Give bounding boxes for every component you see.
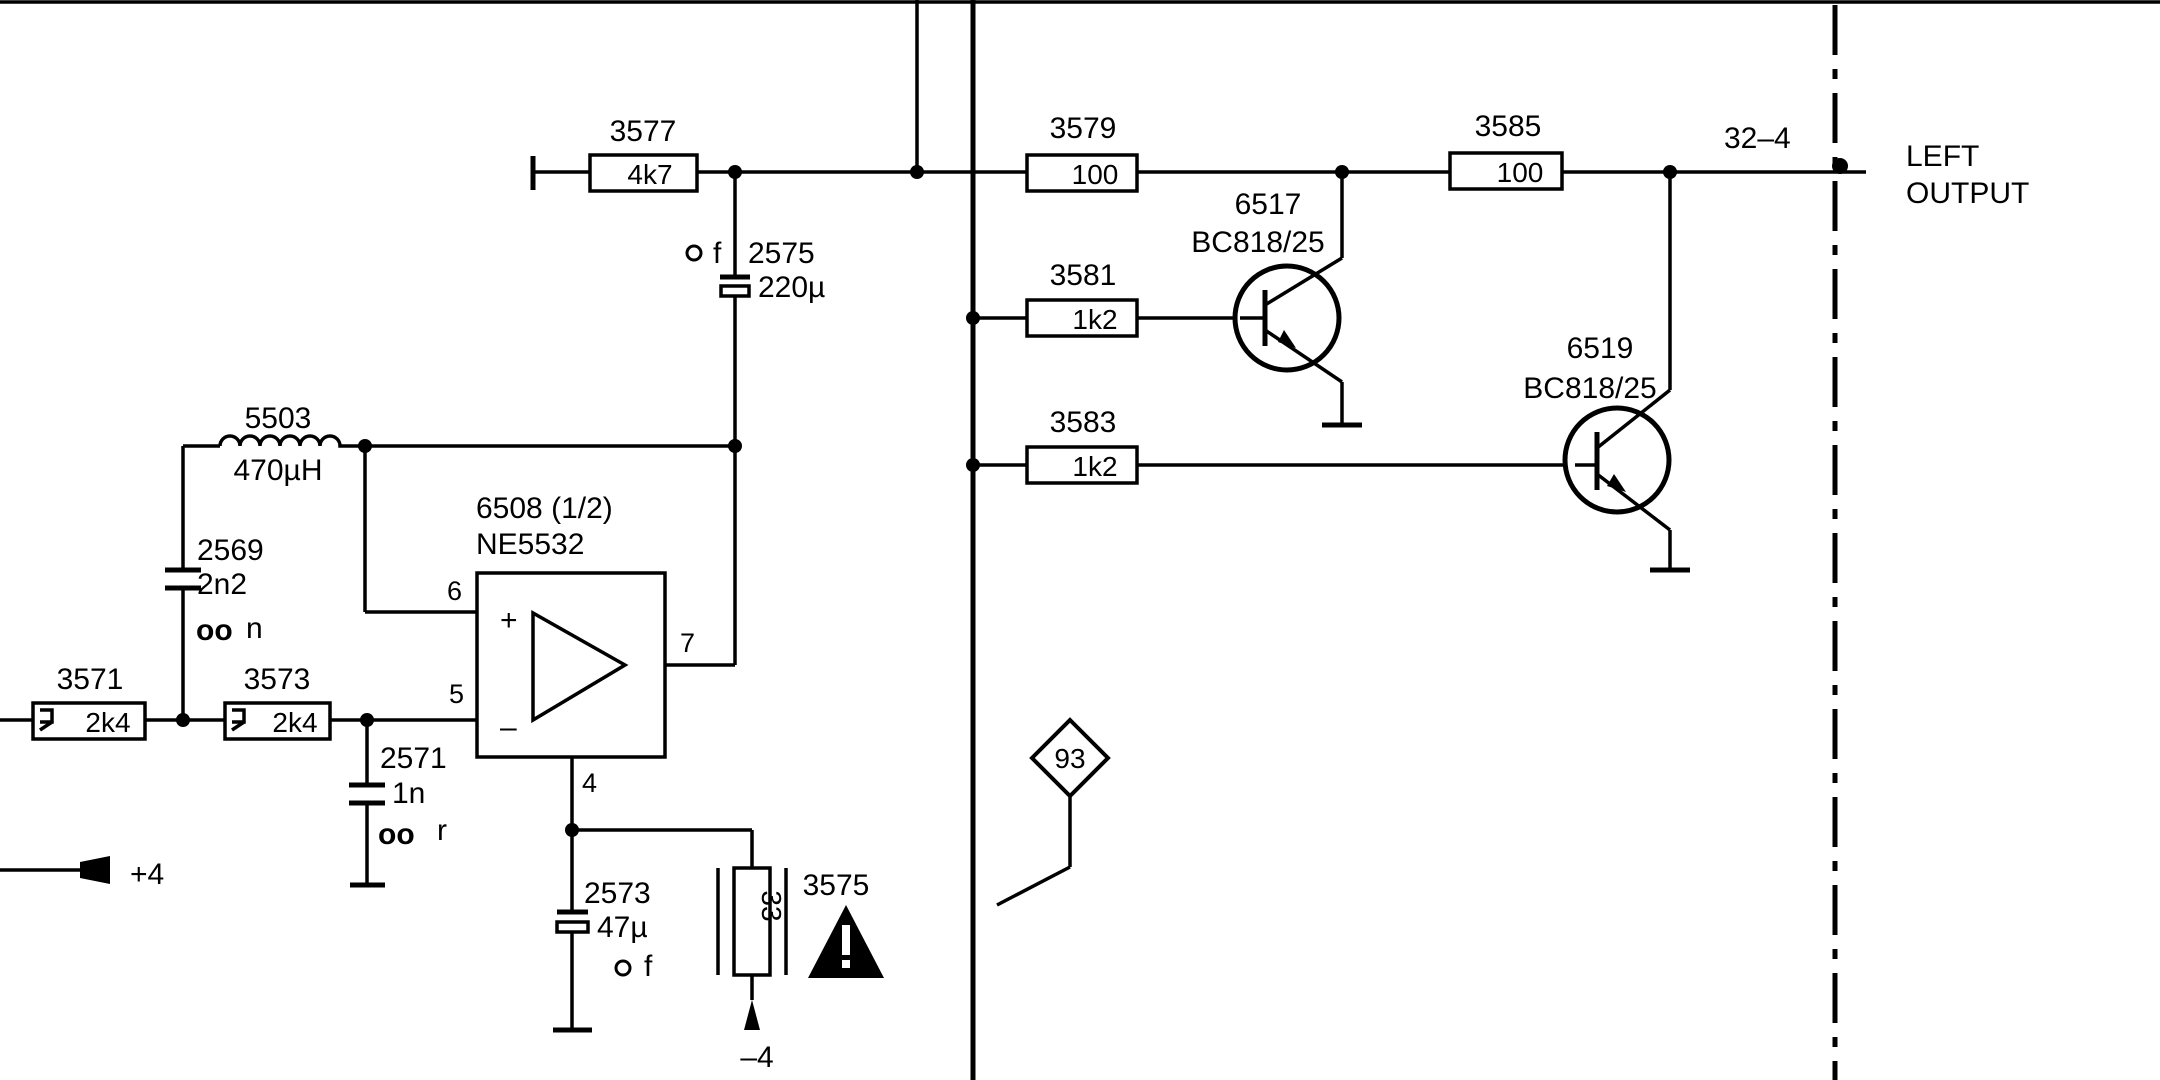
capacitor-2573-value: 47µ — [597, 911, 648, 944]
resistor-3581: 3581 1k2 — [1025, 259, 1139, 338]
resistor-3581-ref: 3581 — [1050, 259, 1117, 292]
inductor-5503-ref: 5503 — [245, 402, 312, 435]
resistor-3571: 3571 2k4 — [31, 663, 147, 741]
capacitor-2571: 2571 1n oo r — [349, 742, 447, 888]
supply-minus-4: –4 — [740, 1000, 774, 1074]
junction-dots — [176, 158, 1848, 837]
resistor-3573-ref: 3573 — [244, 663, 311, 696]
capacitor-2573-note: f — [644, 950, 653, 983]
output-label-line1: LEFT — [1906, 140, 1979, 173]
resistor-3579-ref: 3579 — [1050, 112, 1117, 145]
transistor-6517: 6517 BC818/25 — [1191, 188, 1362, 428]
opamp-symbol — [531, 610, 629, 724]
capacitor-2575: f 2575 220µ — [685, 237, 825, 304]
resistor-3577-value: 4k7 — [627, 159, 672, 190]
connector-label: 32–4 — [1724, 122, 1791, 155]
resistor-3581-value: 1k2 — [1072, 304, 1117, 335]
inductor-5503: 5503 470µH — [218, 402, 365, 487]
resistor-3575: 33 3575 — [716, 866, 870, 977]
oo-marking-icon: oo — [196, 614, 233, 647]
capacitor-2569-value: 2n2 — [197, 568, 247, 601]
capacitor-2571-ref: 2571 — [380, 742, 447, 775]
resistor-3575-value: 33 — [756, 890, 787, 921]
warning-icon — [808, 905, 884, 978]
opamp-pin-6: 6 — [447, 576, 462, 606]
opamp-plus-sign: + — [500, 604, 518, 637]
resistor-3577: 3577 4k7 — [588, 115, 699, 193]
resistor-3583-value: 1k2 — [1072, 451, 1117, 482]
resistor-3579: 3579 100 — [1025, 112, 1139, 193]
opamp-part: NE5532 — [476, 528, 584, 561]
resistor-3585: 3585 100 — [1448, 110, 1564, 191]
wires — [0, 0, 1866, 1080]
resistor-3573-value: 2k4 — [272, 707, 317, 738]
opamp-minus-sign: – — [500, 711, 517, 744]
resistor-3571-value: 2k4 — [85, 707, 130, 738]
capacitor-2575-note: f — [713, 237, 722, 270]
supply-plus-4: +4 — [80, 856, 164, 891]
transistor-6517-ref: 6517 — [1235, 188, 1302, 221]
opamp-6508: + – 6508 (1/2) NE5532 6 5 7 4 — [447, 492, 695, 798]
diamond-marker: 93 — [1029, 717, 1111, 799]
resistor-3579-value: 100 — [1072, 159, 1119, 190]
diamond-marker-label: 93 — [1054, 743, 1085, 774]
resistor-3577-ref: 3577 — [610, 115, 677, 148]
opamp-ref: 6508 (1/2) — [476, 492, 613, 525]
oo-marking-icon: oo — [378, 818, 415, 851]
capacitor-2573: 2573 47µ f — [553, 877, 653, 1033]
opamp-pin-5: 5 — [449, 679, 464, 709]
capacitor-2569: 2569 2n2 oo n — [165, 534, 264, 647]
resistor-3585-value: 100 — [1497, 157, 1544, 188]
transistor-6519-part: BC818/25 — [1523, 372, 1656, 405]
capacitor-2575-value: 220µ — [758, 271, 825, 304]
transistor-6519: 6519 BC818/25 — [1523, 332, 1690, 573]
capacitor-2571-note: r — [437, 814, 447, 847]
inductor-5503-value: 470µH — [233, 454, 322, 487]
transistor-6517-part: BC818/25 — [1191, 226, 1324, 259]
supply-minus-label: –4 — [740, 1041, 773, 1074]
capacitor-2569-note: n — [246, 612, 263, 645]
resistor-3583-ref: 3583 — [1050, 406, 1117, 439]
transistor-6519-ref: 6519 — [1567, 332, 1634, 365]
opamp-pin-4: 4 — [582, 768, 597, 798]
capacitor-2575-ref: 2575 — [748, 237, 815, 270]
output-label-line2: OUTPUT — [1906, 177, 2029, 210]
resistor-3575-ref: 3575 — [803, 869, 870, 902]
opamp-pin-7: 7 — [680, 628, 695, 658]
supply-plus-label: +4 — [130, 858, 164, 891]
resistor-3585-ref: 3585 — [1475, 110, 1542, 143]
capacitor-2571-value: 1n — [392, 777, 425, 810]
resistor-3583: 3583 1k2 — [1025, 406, 1139, 485]
resistor-3573: 3573 2k4 — [223, 663, 332, 741]
capacitor-2569-ref: 2569 — [197, 534, 264, 567]
capacitor-2573-ref: 2573 — [584, 877, 651, 910]
resistor-3571-ref: 3571 — [57, 663, 124, 696]
